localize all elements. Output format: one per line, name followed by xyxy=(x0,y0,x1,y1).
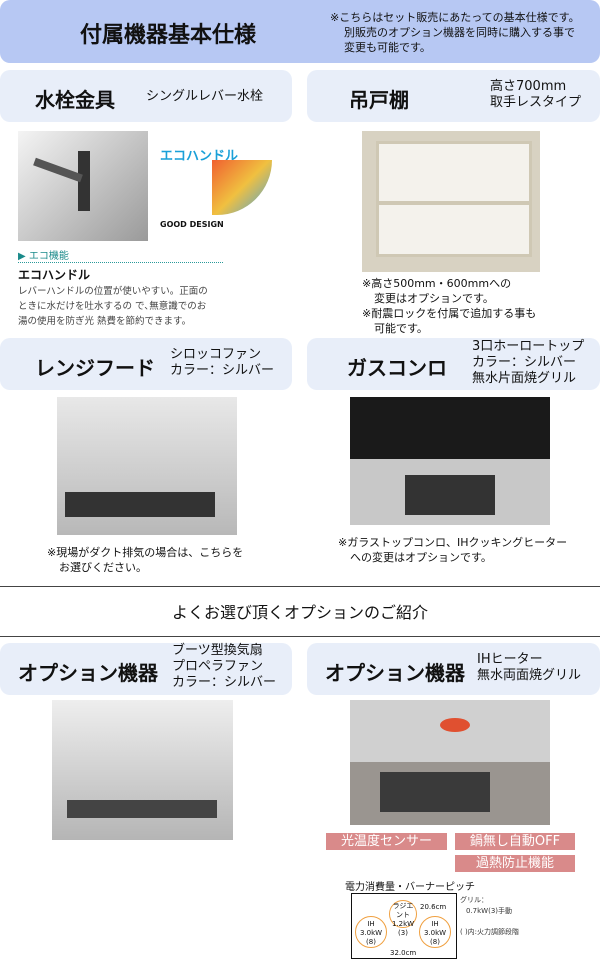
good-design-logo: GOOD DESIGN xyxy=(160,220,224,229)
stove-title: ガスコンロ xyxy=(347,356,447,380)
header-banner: 付属機器基本仕様 ※こちらはセット販売にあたっての基本仕様です。 別販売のオプシ… xyxy=(0,0,600,63)
page-title: 付属機器基本仕様 xyxy=(80,23,257,48)
text-line: 無水片面焼グリル xyxy=(472,371,577,386)
note-line: ※ガラストップコンロ、IHクッキングヒーター xyxy=(338,536,568,549)
note-line: ※高さ500mm・600mmへの xyxy=(362,277,512,290)
boots-fan-image xyxy=(52,700,233,840)
option-ih-subtitle: IHヒーター無水両面焼グリル xyxy=(477,652,581,684)
text-line: 取手レスタイプ xyxy=(490,95,582,110)
header-note: ※こちらはセット販売にあたっての基本仕様です。 別販売のオプション機器を同時に購… xyxy=(330,10,580,55)
stove-note: ※ガラストップコンロ、IHクッキングヒーター への変更はオプションです。 xyxy=(338,535,567,565)
text-line: プロペラファン xyxy=(172,659,264,674)
faucet-heading: 水栓金具 シングルレバー水栓 xyxy=(0,70,292,122)
text-line: 無水両面焼グリル xyxy=(477,668,582,683)
diagram-legend: ( )内:火力調節段階 xyxy=(460,928,520,936)
text-line: グリル： xyxy=(460,896,488,904)
diagonal-pitch: 20.6cm xyxy=(420,903,447,911)
faucet-title: 水栓金具 xyxy=(35,88,115,112)
text-line: 湯の使用を防ぎ光 熱費を節約できます。 xyxy=(18,316,192,327)
hood-note: ※現場がダクト排気の場合は、こちらを お選びください。 xyxy=(47,545,243,575)
text-line: (8) xyxy=(430,938,440,946)
eco-title: エコハンドル xyxy=(18,268,91,282)
text-line: (8) xyxy=(366,938,376,946)
text-line: 高さ700mm xyxy=(490,79,567,94)
handle-range-graphic xyxy=(212,160,272,215)
feature-tag: 鍋無し自動OFF xyxy=(455,833,575,850)
grill-info: グリル： 0.7kW(3)手動 xyxy=(460,895,512,917)
text-line: IH xyxy=(367,920,375,928)
divider xyxy=(0,586,600,587)
text-line: 0.7kW(3)手動 xyxy=(466,907,513,915)
text-line: カラー：シルバー xyxy=(172,675,277,690)
feature-tag: 光温度センサー xyxy=(326,833,447,850)
faucet-subtitle: シングルレバー水栓 xyxy=(146,89,264,104)
option-hood-title: オプション機器 xyxy=(18,661,158,685)
text-line: 1.2kW xyxy=(391,920,415,928)
note-line: ※耐震ロックを付属で追加する事も xyxy=(362,307,537,320)
option-ih-heading: オプション機器 IHヒーター無水両面焼グリル xyxy=(307,643,600,695)
option-hood-heading: オプション機器 ブーツ型換気扇プロペラファンカラー：シルバー xyxy=(0,643,292,695)
eco-section-label: ▶ エコ機能 xyxy=(18,247,223,263)
text-line: IH xyxy=(431,920,439,928)
eco-handle-diagram: エコハンドル GOOD DESIGN xyxy=(152,135,292,235)
option-hood-subtitle: ブーツ型換気扇プロペラファンカラー：シルバー xyxy=(172,643,276,691)
feature-tag: 過熱防止機能 xyxy=(455,855,575,872)
eco-section-text: エコ機能 xyxy=(28,251,69,262)
text-line: ときに水だけを吐水するの で､無意識でのお xyxy=(18,301,207,312)
note-line: 別販売のオプション機器を同時に購入する事で xyxy=(344,26,575,39)
divider xyxy=(0,636,600,637)
gas-stove-image xyxy=(350,397,550,525)
stove-subtitle: 3口ホーロートップカラー：シルバー無水片面焼グリル xyxy=(472,339,584,387)
text-line: 3.0kW xyxy=(423,929,447,937)
options-heading: よくお選び頂くオプションのご紹介 xyxy=(171,603,428,622)
text-line: (3) xyxy=(398,929,408,937)
hood-title: レンジフード xyxy=(35,356,155,380)
note-line: ※こちらはセット販売にあたっての基本仕様です。 xyxy=(330,11,580,24)
text-line: シロッコファン xyxy=(170,347,262,362)
cabinet-title: 吊戸棚 xyxy=(349,88,409,112)
text-line: カラー：シルバー xyxy=(472,355,577,370)
hood-heading: レンジフード シロッコファンカラー：シルバー xyxy=(0,338,292,390)
cabinet-image xyxy=(362,131,540,272)
text-line: 3口ホーロートップ xyxy=(472,339,585,354)
note-line: 可能です。 xyxy=(374,322,428,335)
note-line: への変更はオプションです。 xyxy=(350,551,492,564)
text-line: レバーハンドルの位置が使いやすい。正面の xyxy=(18,286,208,297)
note-line: お選びください。 xyxy=(59,561,147,574)
horizontal-pitch: 32.0cm xyxy=(390,949,417,958)
stove-heading: ガスコンロ 3口ホーロートップカラー：シルバー無水片面焼グリル xyxy=(307,338,600,390)
option-ih-title: オプション機器 xyxy=(325,661,465,685)
note-line: ※現場がダクト排気の場合は、こちらを xyxy=(47,546,244,559)
text-line: カラー：シルバー xyxy=(170,363,275,378)
text-line: IHヒーター xyxy=(477,652,543,667)
text-line: ラジエント xyxy=(392,902,414,919)
ih-heater-image xyxy=(350,700,550,825)
range-hood-image xyxy=(57,397,237,535)
diagram-title: 電力消費量・バーナーピッチ xyxy=(345,882,475,893)
eco-text: レバーハンドルの位置が使いやすい。正面の ときに水だけを吐水するの で､無意識で… xyxy=(18,284,208,329)
faucet-image xyxy=(18,131,148,241)
text-line: ブーツ型換気扇 xyxy=(172,643,263,658)
cabinet-note: ※高さ500mm・600mmへの 変更はオプションです。 ※耐震ロックを付属で追… xyxy=(362,276,536,336)
note-line: 変更も可能です。 xyxy=(344,41,431,54)
note-line: 変更はオプションです。 xyxy=(374,292,494,305)
text-line: 3.0kW xyxy=(359,929,383,937)
hood-subtitle: シロッコファンカラー：シルバー xyxy=(170,347,274,379)
